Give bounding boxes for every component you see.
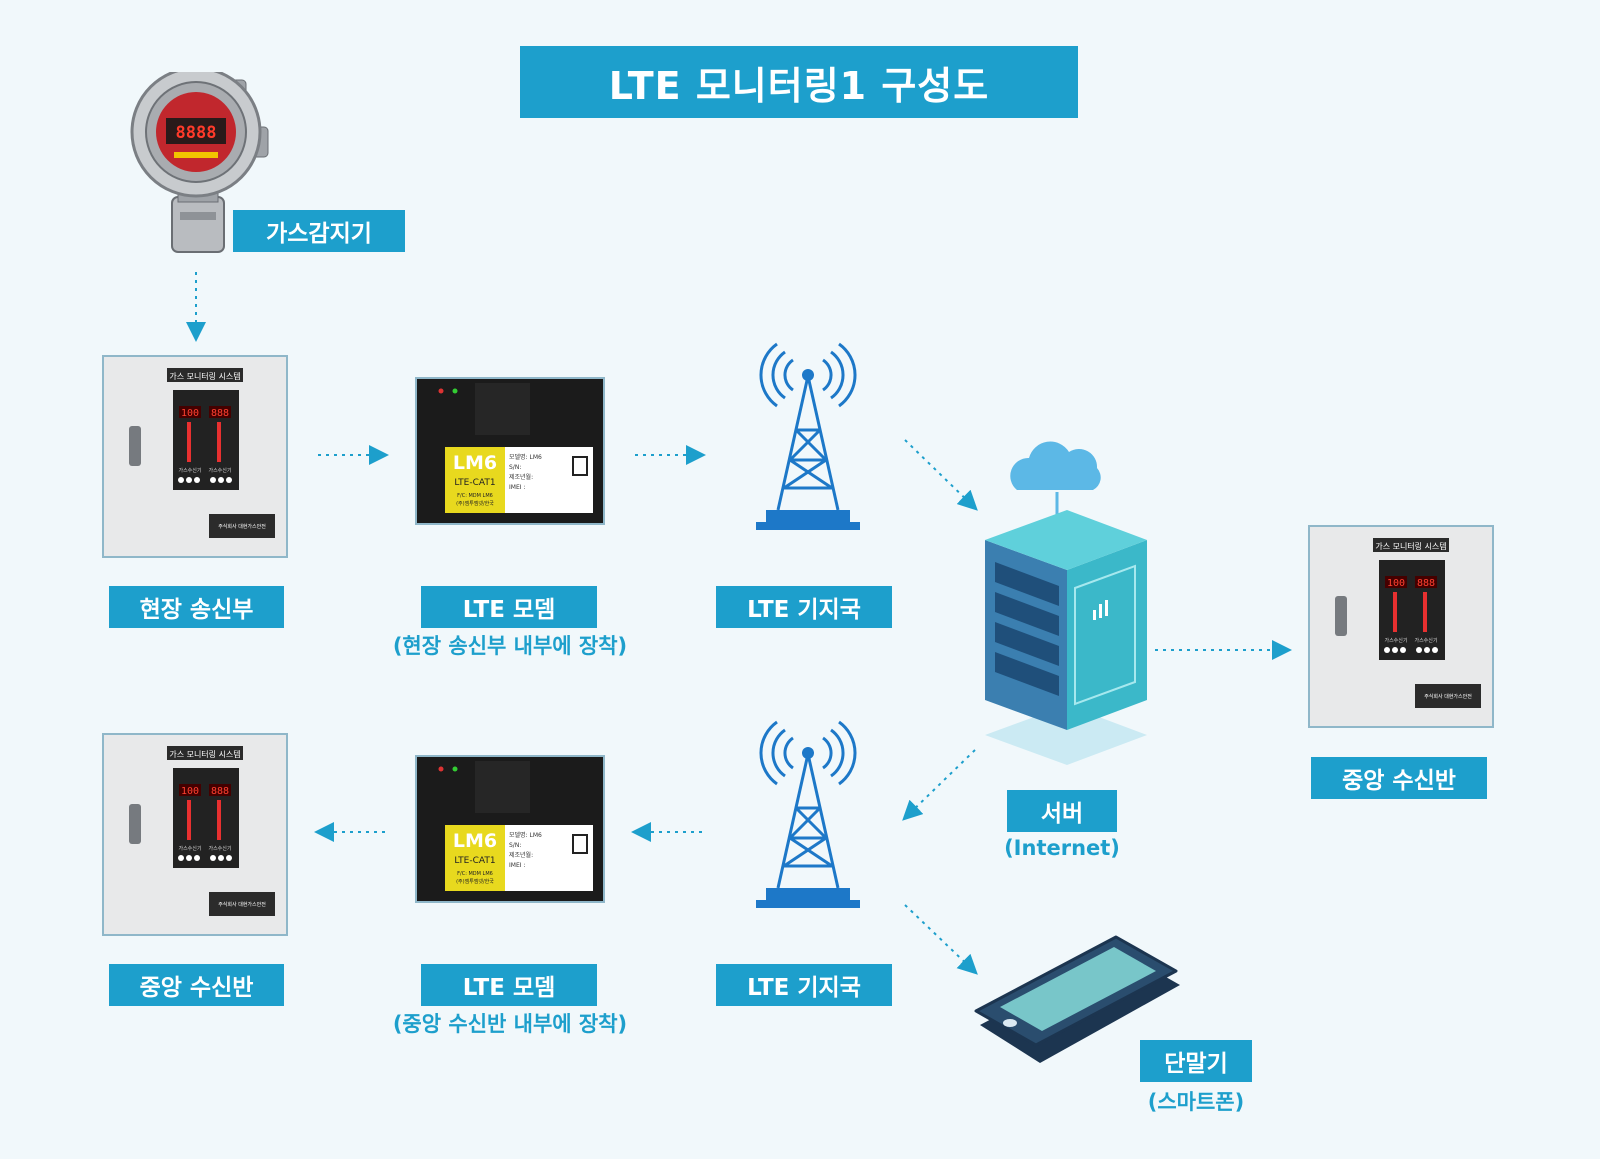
central-receiver-right-panel-icon: 가스 모니터링 시스템 100 888 가스수신기 가스수신기 주식회사 대현가… — [1308, 525, 1494, 728]
svg-text:100: 100 — [1387, 578, 1405, 589]
svg-text:주식회사 대현가스안전: 주식회사 대현가스안전 — [1424, 693, 1472, 700]
lte-modem-top-icon: LM6 LTE-CAT1 F/C: MDM LM6 (주)엠투엠넷/한국 모델명… — [415, 377, 605, 525]
gas-detector-icon: 8888 — [130, 72, 269, 253]
detector-display-text: 8888 — [176, 123, 217, 143]
central-receiver-left-label: 중앙 수신반 — [109, 964, 284, 1006]
svg-text:제조년월:: 제조년월: — [509, 851, 533, 859]
field-transmitter-label: 현장 송신부 — [109, 586, 284, 628]
page-title: LTE 모니터링1 구성도 — [520, 46, 1078, 118]
svg-text:제조년월:: 제조년월: — [509, 473, 533, 481]
svg-text:가스수신기: 가스수신기 — [208, 467, 231, 474]
svg-text:888: 888 — [211, 786, 229, 797]
svg-text:LTE-CAT1: LTE-CAT1 — [454, 478, 495, 488]
gas-detector-label: 가스감지기 — [233, 210, 405, 252]
svg-text:가스수신기: 가스수신기 — [208, 845, 231, 852]
lte-tower-bottom-label: LTE 기지국 — [716, 964, 892, 1006]
svg-text:가스 모니터링 시스템: 가스 모니터링 시스템 — [169, 749, 240, 759]
svg-text:IMEI :: IMEI : — [509, 484, 525, 491]
svg-text:가스수신기: 가스수신기 — [178, 467, 201, 474]
svg-text:주식회사 대현가스안전: 주식회사 대현가스안전 — [218, 901, 266, 908]
svg-text:F/C: MDM LM6: F/C: MDM LM6 — [457, 493, 493, 499]
arrow-tower2-to-phone — [904, 904, 978, 975]
svg-text:가스 모니터링 시스템: 가스 모니터링 시스템 — [1375, 541, 1446, 551]
server-icon — [985, 441, 1147, 765]
lte-modem-bottom-sublabel: (중앙 수신반 내부에 장착) — [392, 1012, 628, 1036]
svg-text:LM6: LM6 — [453, 830, 497, 852]
central-receiver-left-panel-icon: 가스 모니터링 시스템 100 888 가스수신기 가스수신기 주식회사 대현가… — [102, 733, 288, 936]
svg-text:가스 모니터링 시스템: 가스 모니터링 시스템 — [169, 371, 240, 381]
arrow-server-to-tower2 — [902, 749, 976, 821]
svg-text:가스수신기: 가스수신기 — [1384, 637, 1407, 644]
lte-modem-top-label: LTE 모뎀 — [421, 586, 597, 628]
svg-text:888: 888 — [1417, 578, 1435, 589]
svg-text:모델명: LM6: 모델명: LM6 — [509, 831, 542, 839]
svg-text:S/N:: S/N: — [509, 464, 521, 471]
svg-text:가스수신기: 가스수신기 — [178, 845, 201, 852]
svg-text:(주)엠투엠넷/한국: (주)엠투엠넷/한국 — [456, 500, 494, 507]
svg-text:모델명: LM6: 모델명: LM6 — [509, 453, 542, 461]
svg-text:(주)엠투엠넷/한국: (주)엠투엠넷/한국 — [456, 878, 494, 885]
svg-text:888: 888 — [211, 408, 229, 419]
lte-tower-top-icon — [756, 342, 860, 530]
svg-text:주식회사 대현가스안전: 주식회사 대현가스안전 — [218, 523, 266, 530]
terminal-label: 단말기 — [1140, 1040, 1252, 1082]
lte-modem-top-sublabel: (현장 송신부 내부에 장착) — [392, 634, 628, 658]
lte-modem-bottom-label: LTE 모뎀 — [421, 964, 597, 1006]
svg-text:100: 100 — [181, 786, 199, 797]
svg-text:가스수신기: 가스수신기 — [1414, 637, 1437, 644]
field-transmitter-panel-icon: 가스 모니터링 시스템 100 888 가스수신기 가스수신기 주식회사 대현가… — [102, 355, 288, 558]
smartphone-icon — [974, 935, 1180, 1063]
lte-modem-bottom-icon: LM6 LTE-CAT1 F/C: MDM LM6 (주)엠투엠넷/한국 모델명… — [415, 755, 605, 903]
server-label: 서버 — [1007, 790, 1117, 832]
arrow-tower-to-server — [904, 439, 978, 511]
svg-text:LM6: LM6 — [453, 452, 497, 474]
svg-text:LTE-CAT1: LTE-CAT1 — [454, 856, 495, 866]
svg-text:100: 100 — [181, 408, 199, 419]
svg-text:S/N:: S/N: — [509, 842, 521, 849]
svg-text:IMEI :: IMEI : — [509, 862, 525, 869]
lte-tower-bottom-icon — [756, 720, 860, 908]
lte-tower-top-label: LTE 기지국 — [716, 586, 892, 628]
svg-text:F/C: MDM LM6: F/C: MDM LM6 — [457, 871, 493, 877]
central-receiver-right-label: 중앙 수신반 — [1311, 757, 1487, 799]
cloud-icon — [1010, 441, 1101, 490]
terminal-sublabel: (스마트폰) — [1147, 1090, 1245, 1114]
server-sublabel: (Internet) — [1004, 836, 1120, 860]
